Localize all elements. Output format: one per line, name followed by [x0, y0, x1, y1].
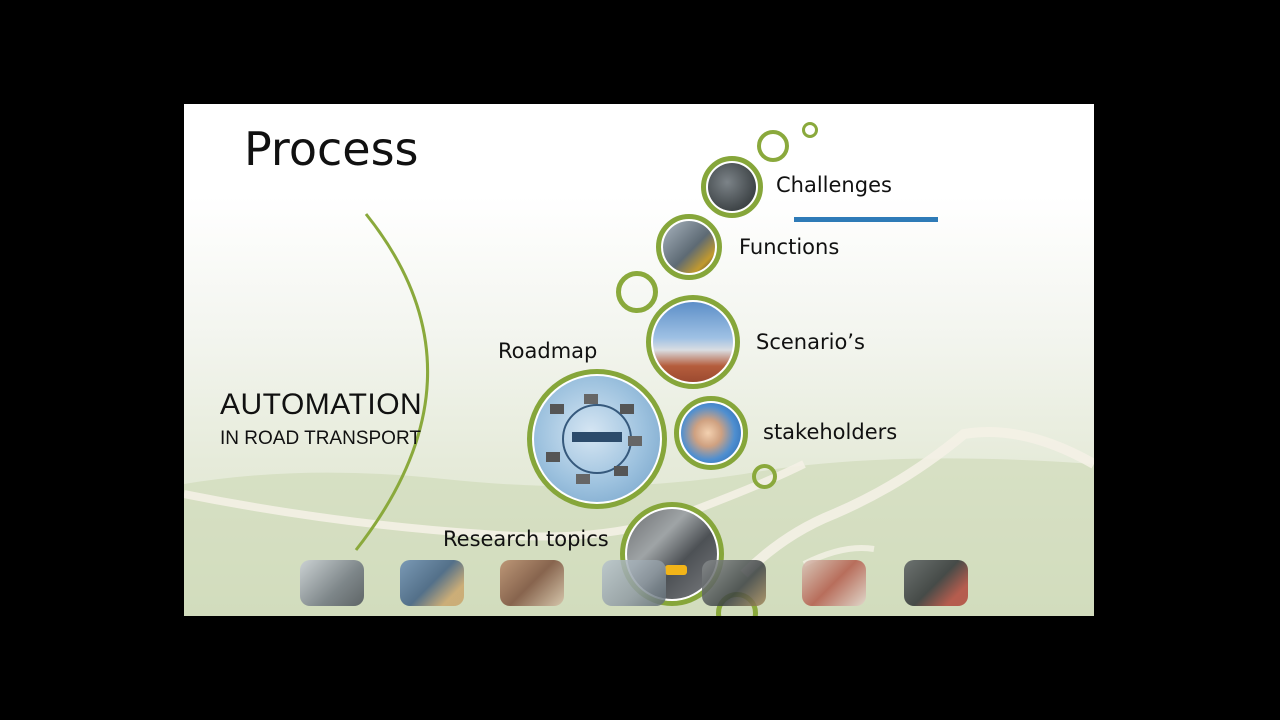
functions-label[interactable]: Functions: [739, 235, 840, 259]
ring-decor: [757, 130, 789, 162]
functions-node[interactable]: [656, 214, 722, 280]
stakeholders-node[interactable]: [674, 396, 748, 470]
stakeholders-label[interactable]: stakeholders: [763, 420, 898, 444]
thumbnail-traffic[interactable]: [300, 560, 364, 606]
thumbnail-truck[interactable]: [802, 560, 866, 606]
path-arc: [354, 213, 429, 551]
thumbnail-engine[interactable]: [500, 560, 564, 606]
thumbnail-road[interactable]: [602, 560, 666, 606]
challenges-label[interactable]: Challenges: [776, 173, 892, 197]
slide-subtitle-main: AUTOMATION: [220, 388, 423, 421]
scenarios-label[interactable]: Scenario’s: [756, 330, 865, 354]
roadmap-label[interactable]: Roadmap: [498, 339, 598, 363]
challenges-node[interactable]: [701, 156, 763, 218]
slide-title: Process: [244, 122, 419, 176]
roadmap-node[interactable]: [527, 369, 667, 509]
taxi-icon: [665, 565, 687, 575]
thumbnail-driver[interactable]: [400, 560, 464, 606]
thumbnail-dashboard[interactable]: [702, 560, 766, 606]
challenges-underline: [794, 217, 938, 222]
presentation-slide: Process AUTOMATION IN ROAD TRANSPORT Cha…: [184, 104, 1094, 616]
ring-decor: [802, 122, 818, 138]
ring-decor: [752, 464, 777, 489]
thumbnail-cockpit[interactable]: [904, 560, 968, 606]
roadmap-map-icon: [546, 394, 642, 484]
ring-decor: [616, 271, 658, 313]
research-topics-label[interactable]: Research topics: [443, 527, 609, 551]
scenarios-node[interactable]: [646, 295, 740, 389]
slide-subtitle-sub: IN ROAD TRANSPORT: [220, 428, 421, 449]
